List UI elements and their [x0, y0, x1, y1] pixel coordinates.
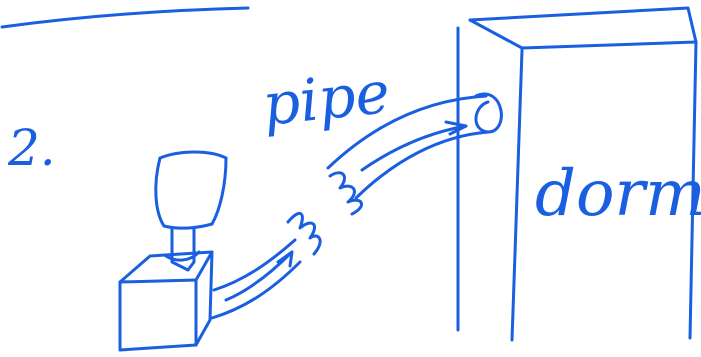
short-flow-arrow: [212, 240, 300, 318]
lamp-neck: [166, 228, 199, 270]
dorm-label: dorm: [535, 157, 701, 231]
step-number-label: 2.: [7, 119, 56, 177]
small-box: [120, 252, 212, 350]
pipe-label: pipe: [259, 58, 393, 139]
top-line: [2, 8, 248, 27]
short-wavy-squiggle: [288, 213, 320, 254]
lamp-shade: [156, 152, 226, 228]
long-wavy-squiggle: [330, 173, 362, 214]
